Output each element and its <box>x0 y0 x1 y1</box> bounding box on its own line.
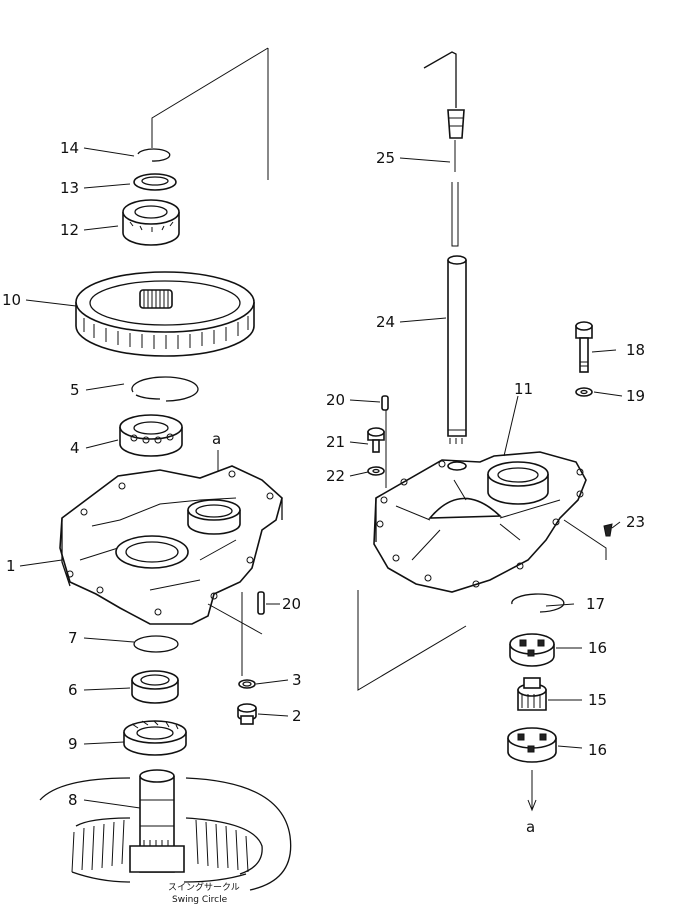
part-20-pin-left <box>257 591 265 615</box>
callout-1: 1 <box>6 557 16 575</box>
part-23-plug <box>603 523 613 537</box>
callout-numbers: 14 13 12 10 5 4 1 20 7 6 3 2 9 8 25 24 1… <box>2 139 645 809</box>
callout-17: 17 <box>586 595 605 613</box>
callout-12: 12 <box>60 221 79 239</box>
part-10-gear <box>75 271 255 357</box>
part-13-washer <box>133 173 177 191</box>
part-16-bearing-top <box>509 633 555 667</box>
ref-a-top: a <box>212 430 221 448</box>
part-25-dipstick <box>423 51 465 247</box>
callout-9: 9 <box>68 735 78 753</box>
part-12-bearing <box>122 199 180 246</box>
callout-20-right: 20 <box>326 391 345 409</box>
callout-20-left: 20 <box>282 595 301 613</box>
callout-22: 22 <box>326 467 345 485</box>
callout-18: 18 <box>626 341 645 359</box>
part-18-bolt <box>575 321 593 373</box>
callout-7: 7 <box>68 629 78 647</box>
ref-a-bottom: a <box>526 818 535 836</box>
part-16-bearing-bottom <box>507 727 557 763</box>
part-15-gear <box>517 677 547 711</box>
part-2-plug <box>237 703 257 725</box>
part-7-o-ring <box>133 635 179 653</box>
part-3-gasket <box>238 679 256 689</box>
part-19-washer <box>575 387 593 397</box>
right-assembly: a <box>357 51 613 836</box>
part-20-pin-right <box>381 395 389 411</box>
callout-10: 10 <box>2 291 21 309</box>
callout-24: 24 <box>376 313 395 331</box>
part-5-snap-ring <box>131 376 199 402</box>
callout-3: 3 <box>292 671 302 689</box>
part-14-snap-ring <box>137 148 171 162</box>
callout-25: 25 <box>376 149 395 167</box>
part-17-snap-ring <box>511 593 565 613</box>
part-21-bolt <box>367 427 385 453</box>
callout-19: 19 <box>626 387 645 405</box>
part-1-housing <box>59 465 283 625</box>
swing-circle-caption-jp: スイングサークル <box>168 881 240 893</box>
leader-lines <box>19 147 623 809</box>
callout-2: 2 <box>292 707 302 725</box>
part-24-pipe <box>447 255 467 444</box>
callout-11: 11 <box>514 380 533 398</box>
callout-14: 14 <box>60 139 79 157</box>
left-assembly: a <box>39 47 292 905</box>
part-9-bearing <box>123 720 187 756</box>
part-22-washer <box>367 466 385 476</box>
callout-21: 21 <box>326 433 345 451</box>
callout-6: 6 <box>68 681 78 699</box>
callout-5: 5 <box>70 381 80 399</box>
part-8-pinion-shaft <box>129 769 185 873</box>
swing-circle-caption-en: Swing Circle <box>172 895 228 905</box>
callout-16-bottom: 16 <box>588 741 607 759</box>
callout-8: 8 <box>68 791 78 809</box>
callout-16-top: 16 <box>588 639 607 657</box>
callout-23: 23 <box>626 513 645 531</box>
callout-15: 15 <box>588 691 607 709</box>
swing-circle <box>39 777 292 891</box>
part-4-bearing <box>119 414 183 457</box>
part-11-cover <box>373 451 587 593</box>
callout-4: 4 <box>70 439 80 457</box>
callout-13: 13 <box>60 179 79 197</box>
part-6-seal <box>131 670 179 704</box>
